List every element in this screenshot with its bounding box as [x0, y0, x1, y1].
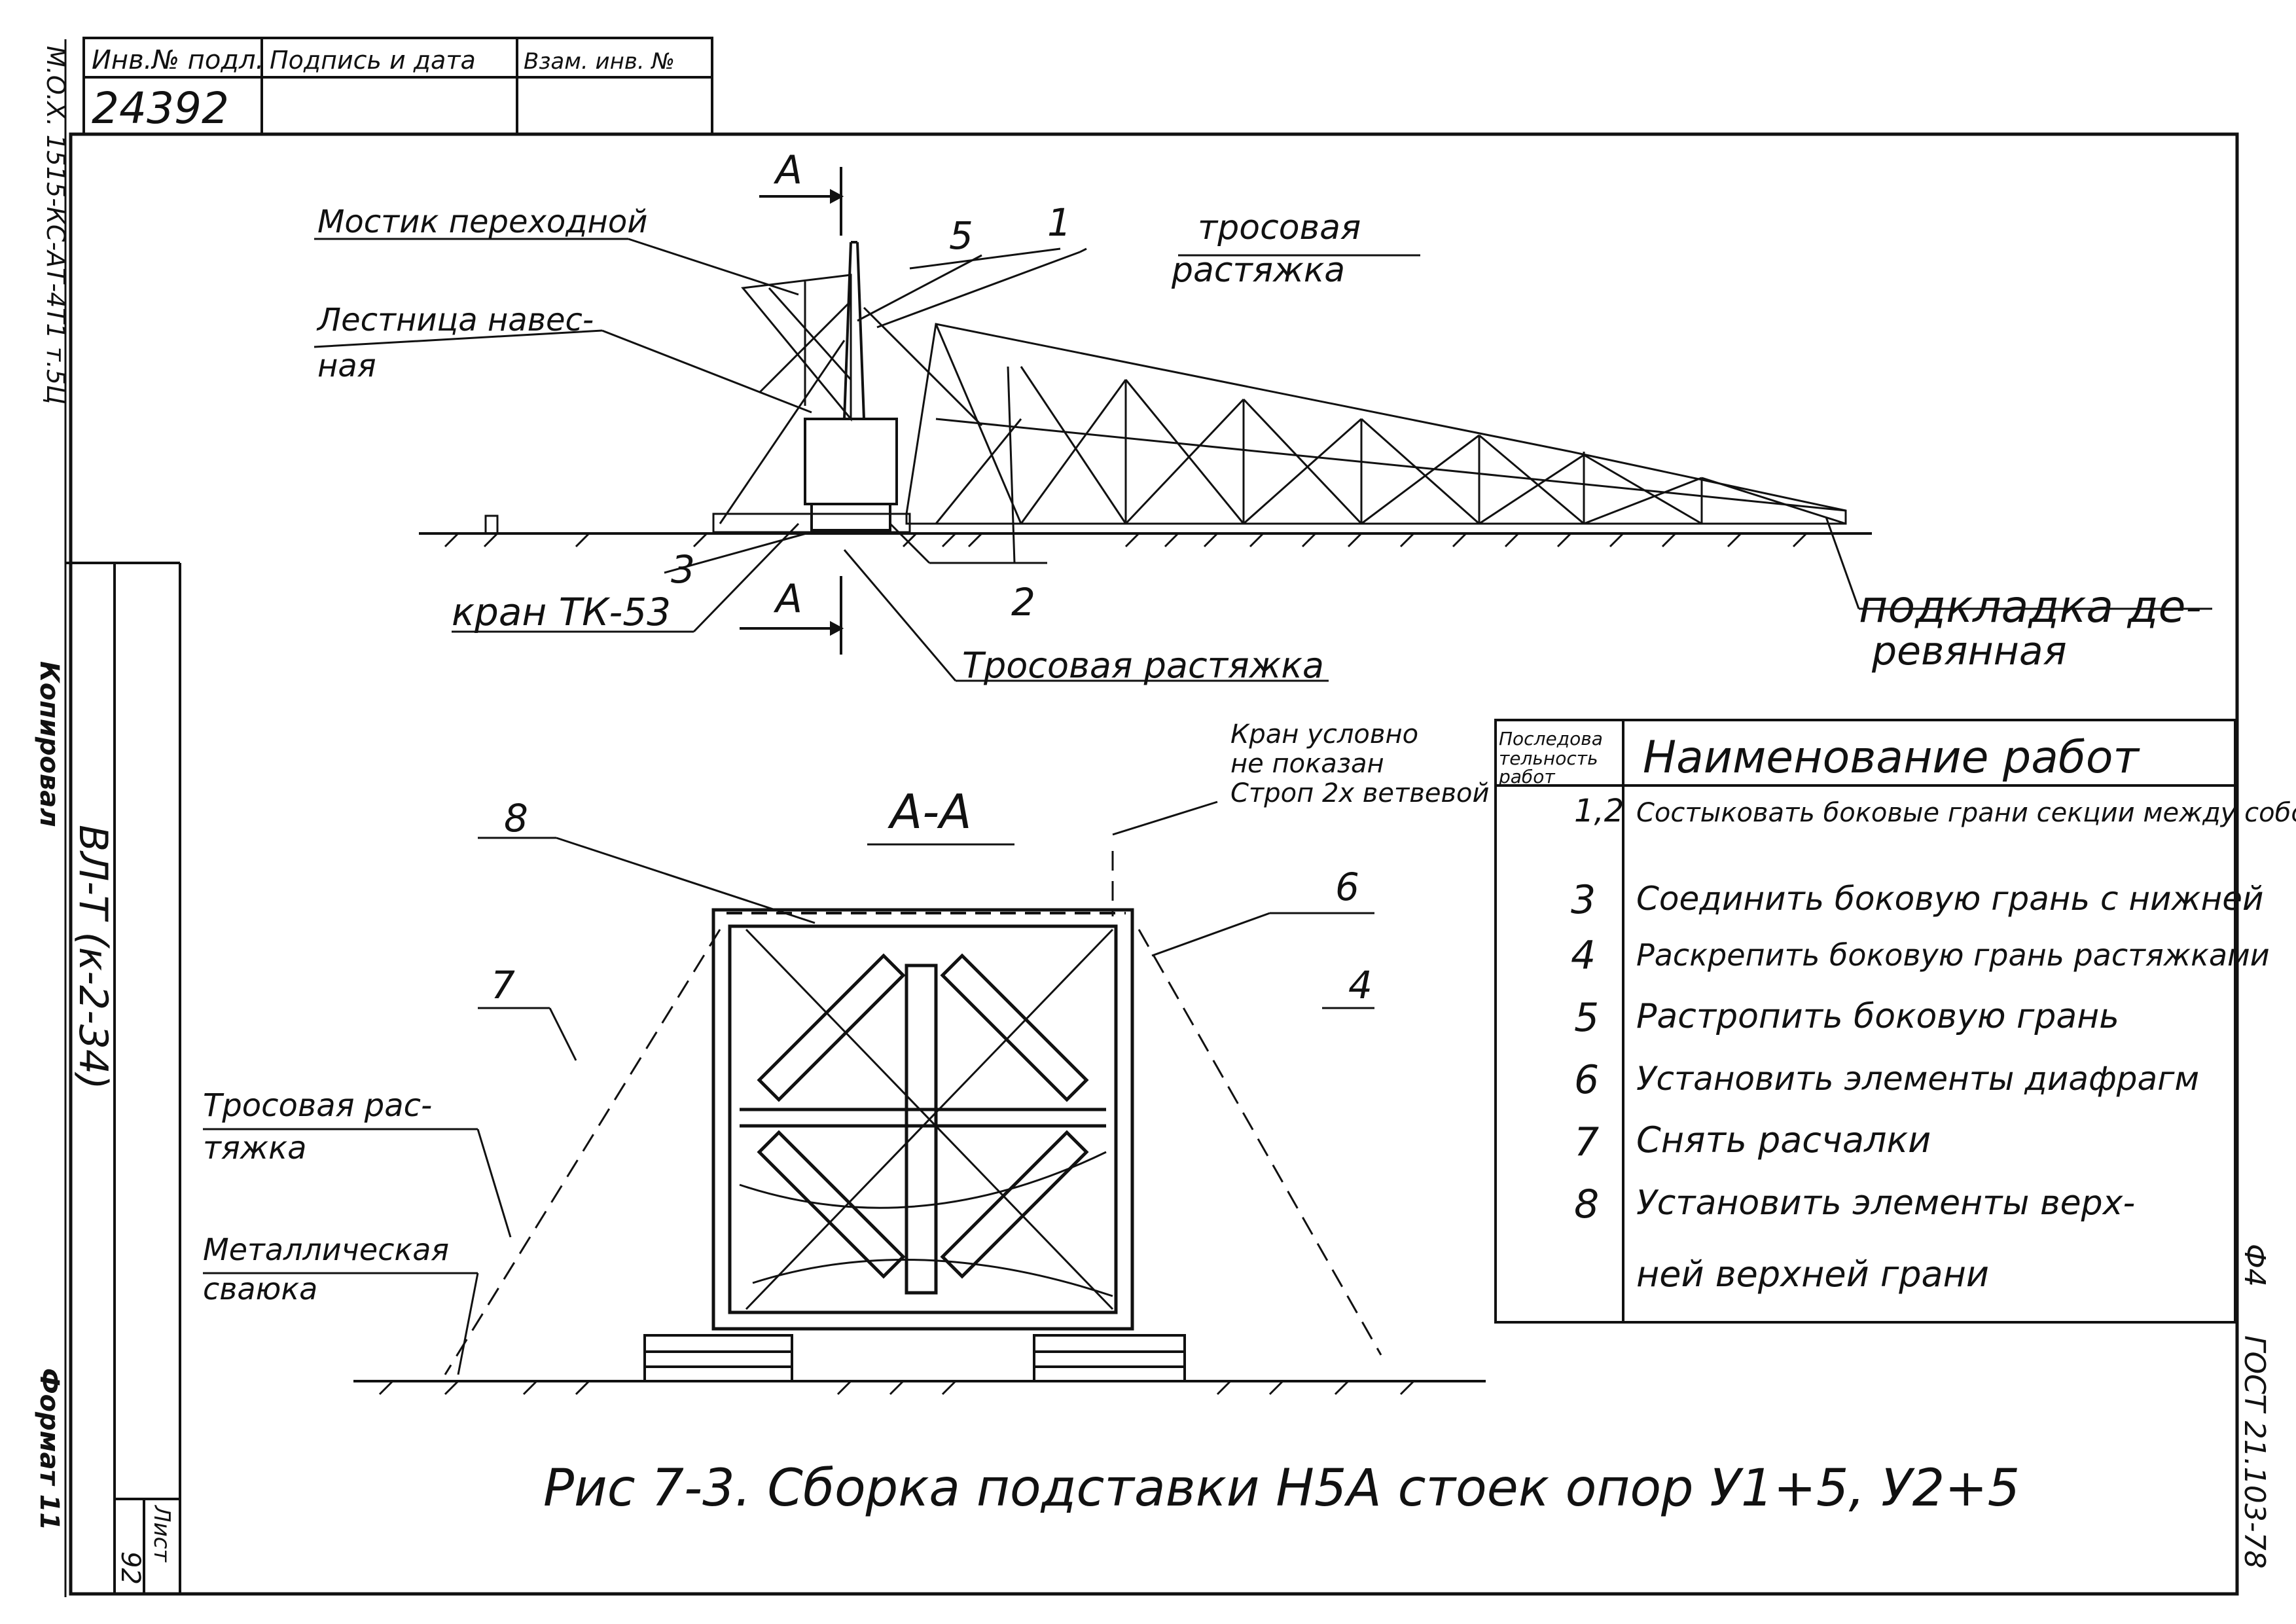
table-row-seq: 7	[1574, 1119, 1599, 1165]
section-title: А-А	[888, 784, 972, 839]
callout-3: 3	[671, 547, 695, 592]
section-cable-guy-1: Тросовая рас-	[203, 1087, 432, 1124]
crane-tk53	[804, 241, 898, 532]
label-crane: кран ТК-53	[452, 590, 671, 634]
sheet-number: 92	[115, 1551, 145, 1585]
format-label: Формат 11	[34, 1368, 64, 1530]
table-row-seq: 3	[1571, 877, 1596, 923]
label-ladder-2: ная	[317, 348, 376, 384]
table-row-seq: 6	[1574, 1057, 1599, 1103]
ground-hatching-section	[378, 1380, 1415, 1396]
callout-2: 2	[1011, 580, 1035, 624]
table-row-seq: 5	[1574, 995, 1599, 1041]
callout-8: 8	[504, 796, 528, 840]
label-wood-pad-2: ревянная	[1871, 628, 2067, 674]
section-frame	[711, 908, 1134, 1331]
right-gost: ГОСТ 21.103-78	[2238, 1335, 2271, 1569]
section-mark-bottom: А	[773, 576, 802, 622]
leader-lines-section	[203, 801, 1374, 1375]
inv-no-label: Инв.№ подл.	[92, 45, 264, 75]
sheet-label: Лист	[149, 1504, 175, 1562]
table-row-text: Раскрепить боковую грань растяжками	[1636, 937, 2270, 973]
table-col1-header-1: Последова	[1499, 728, 1603, 749]
right-format-code: Ф4	[2238, 1244, 2271, 1287]
callout-5: 5	[949, 213, 973, 258]
callout-4: 4	[1348, 963, 1372, 1007]
section-cut-marks	[740, 167, 844, 655]
table-col1-header-2: тельность	[1499, 748, 1598, 769]
cross-ropes	[739, 928, 1114, 1310]
table-col2-header: Наименование работ	[1643, 732, 2140, 784]
table-row-text: Снять расчалки	[1636, 1119, 1931, 1161]
work-table-rows: 1,2 Состыковать боковые грани секции меж…	[1571, 793, 2296, 1227]
table-row-text: Установить элементы диафрагм	[1636, 1060, 2199, 1098]
table-row-seq: 1,2	[1574, 793, 1624, 829]
callout-6: 6	[1335, 865, 1359, 909]
label-cable-guy-2: растяжка	[1171, 251, 1345, 290]
ground-hatching-top	[444, 532, 1808, 548]
small-support-block	[484, 514, 499, 535]
work-table-grid	[1494, 719, 2236, 1324]
left-margin-block	[65, 562, 181, 1594]
label-wood-pad-1: подкладка де-	[1859, 581, 2202, 633]
callout-7: 7	[491, 963, 515, 1007]
table-row-text: Растропить боковую грань	[1636, 997, 2119, 1036]
crane-note-1: Кран условно	[1230, 719, 1418, 749]
metal-pile-1: Металлическая	[203, 1232, 449, 1267]
guy-lines-section	[444, 851, 1382, 1375]
section-mark-top: А	[773, 147, 802, 193]
table-row-text: Установить элементы верх-	[1636, 1183, 2135, 1223]
label-cable-guy-1: тросовая	[1198, 208, 1361, 247]
diaphragm-braces	[757, 953, 1089, 1279]
replace-inv-label: Взам. инв. №	[524, 48, 675, 75]
label-bridge: Мостик переходной	[317, 204, 647, 240]
signature-date-label: Подпись и дата	[270, 46, 476, 75]
left-vertical-code: M.O.X. 1515-КС-АТ-4Т1 т.5Ц	[41, 46, 70, 405]
label-ladder-1: Лестница навес-	[316, 302, 594, 338]
raised-side-face	[719, 274, 852, 524]
table-last-row-continuation: ней верхней грани	[1636, 1254, 1989, 1295]
leader-lines-top	[314, 238, 1860, 681]
section-cable-guy-2: тяжка	[203, 1130, 306, 1166]
callout-1: 1	[1047, 200, 1071, 245]
timber-sleepers	[643, 1334, 1186, 1382]
crane-note-2: не показан	[1230, 749, 1384, 779]
crane-note-3: Строп 2х ветвевой	[1230, 778, 1490, 808]
figure-caption: Рис 7-3. Сборка подставки Н5А стоек опор…	[543, 1459, 2020, 1518]
metal-pile-2: сваюка	[203, 1271, 317, 1307]
label-cable-guy-bottom: Тросовая растяжка	[962, 645, 1324, 686]
copied-label: Копировал	[34, 661, 64, 827]
inv-number: 24392	[92, 83, 229, 134]
drawing-frame	[69, 132, 2239, 1596]
table-col1-header-3: работ	[1498, 766, 1555, 787]
table-row-seq: 4	[1571, 933, 1596, 979]
table-row-seq: 8	[1574, 1182, 1599, 1227]
table-row-text: Состыковать боковые грани секции между с…	[1636, 798, 2296, 828]
truss-sections	[712, 323, 1847, 564]
sheet-code: ВЛ-Т (к-2-34)	[70, 825, 116, 1090]
inventory-stamp	[82, 37, 713, 135]
table-row-text: Соединить боковую грань с нижней	[1636, 880, 2264, 918]
